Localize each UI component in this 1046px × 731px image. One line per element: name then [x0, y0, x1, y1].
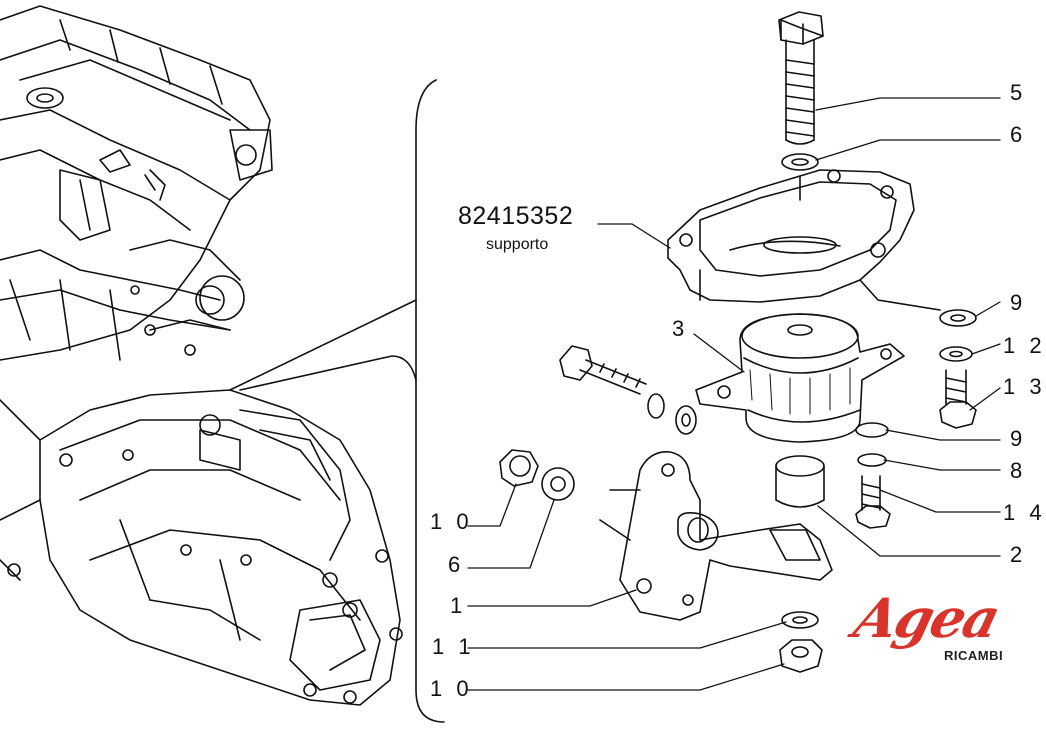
horizontal-bolt-drawing — [559, 345, 697, 435]
part-number-label: 82415352 — [458, 202, 574, 230]
callout-13: 1 3 — [1003, 374, 1046, 399]
logo-word: Agea — [848, 586, 1005, 650]
agea-ricambi-logo: Agea RICAMBI — [848, 586, 1022, 670]
leader-lines — [467, 97, 1001, 691]
frame-bracket — [415, 79, 445, 723]
bolt-5-drawing — [778, 11, 824, 145]
callout-12: 1 2 — [1003, 333, 1046, 358]
callout-11: 1 1 — [432, 634, 475, 659]
frame-pointer-b — [239, 355, 417, 391]
nut-and-washer-left-drawing — [499, 449, 575, 501]
callout-1: 1 — [450, 593, 467, 618]
callout-10-lower: 1 0 — [430, 676, 473, 701]
part-name-label: supporto — [486, 236, 549, 253]
callout-8: 8 — [1010, 458, 1027, 483]
callout-6-upper: 6 — [1010, 122, 1027, 147]
callout-10-upper: 1 0 — [430, 509, 473, 534]
lower-bracket-1-drawing — [599, 451, 833, 621]
spacer-2-drawing — [775, 455, 825, 508]
callout-5: 5 — [1010, 80, 1027, 105]
callout-9-upper: 9 — [1010, 290, 1027, 315]
callout-2: 2 — [1010, 542, 1027, 567]
callout-3: 3 — [672, 316, 689, 341]
callout-9-lower: 9 — [1010, 426, 1027, 451]
washer-6-upper-hole — [791, 158, 809, 166]
support-bracket-drawing — [667, 169, 941, 311]
callout-6-lower: 6 — [448, 552, 465, 577]
callout-14: 1 4 — [1003, 500, 1046, 525]
gearbox-drawing — [0, 389, 403, 706]
engine-block-drawing — [0, 5, 273, 361]
small-hardware-right-drawing — [779, 309, 977, 673]
rubber-mount-3-drawing — [695, 313, 905, 443]
washer-6-upper — [781, 153, 819, 171]
frame-pointer — [229, 299, 417, 391]
logo-subtitle: RICAMBI — [944, 648, 1004, 663]
